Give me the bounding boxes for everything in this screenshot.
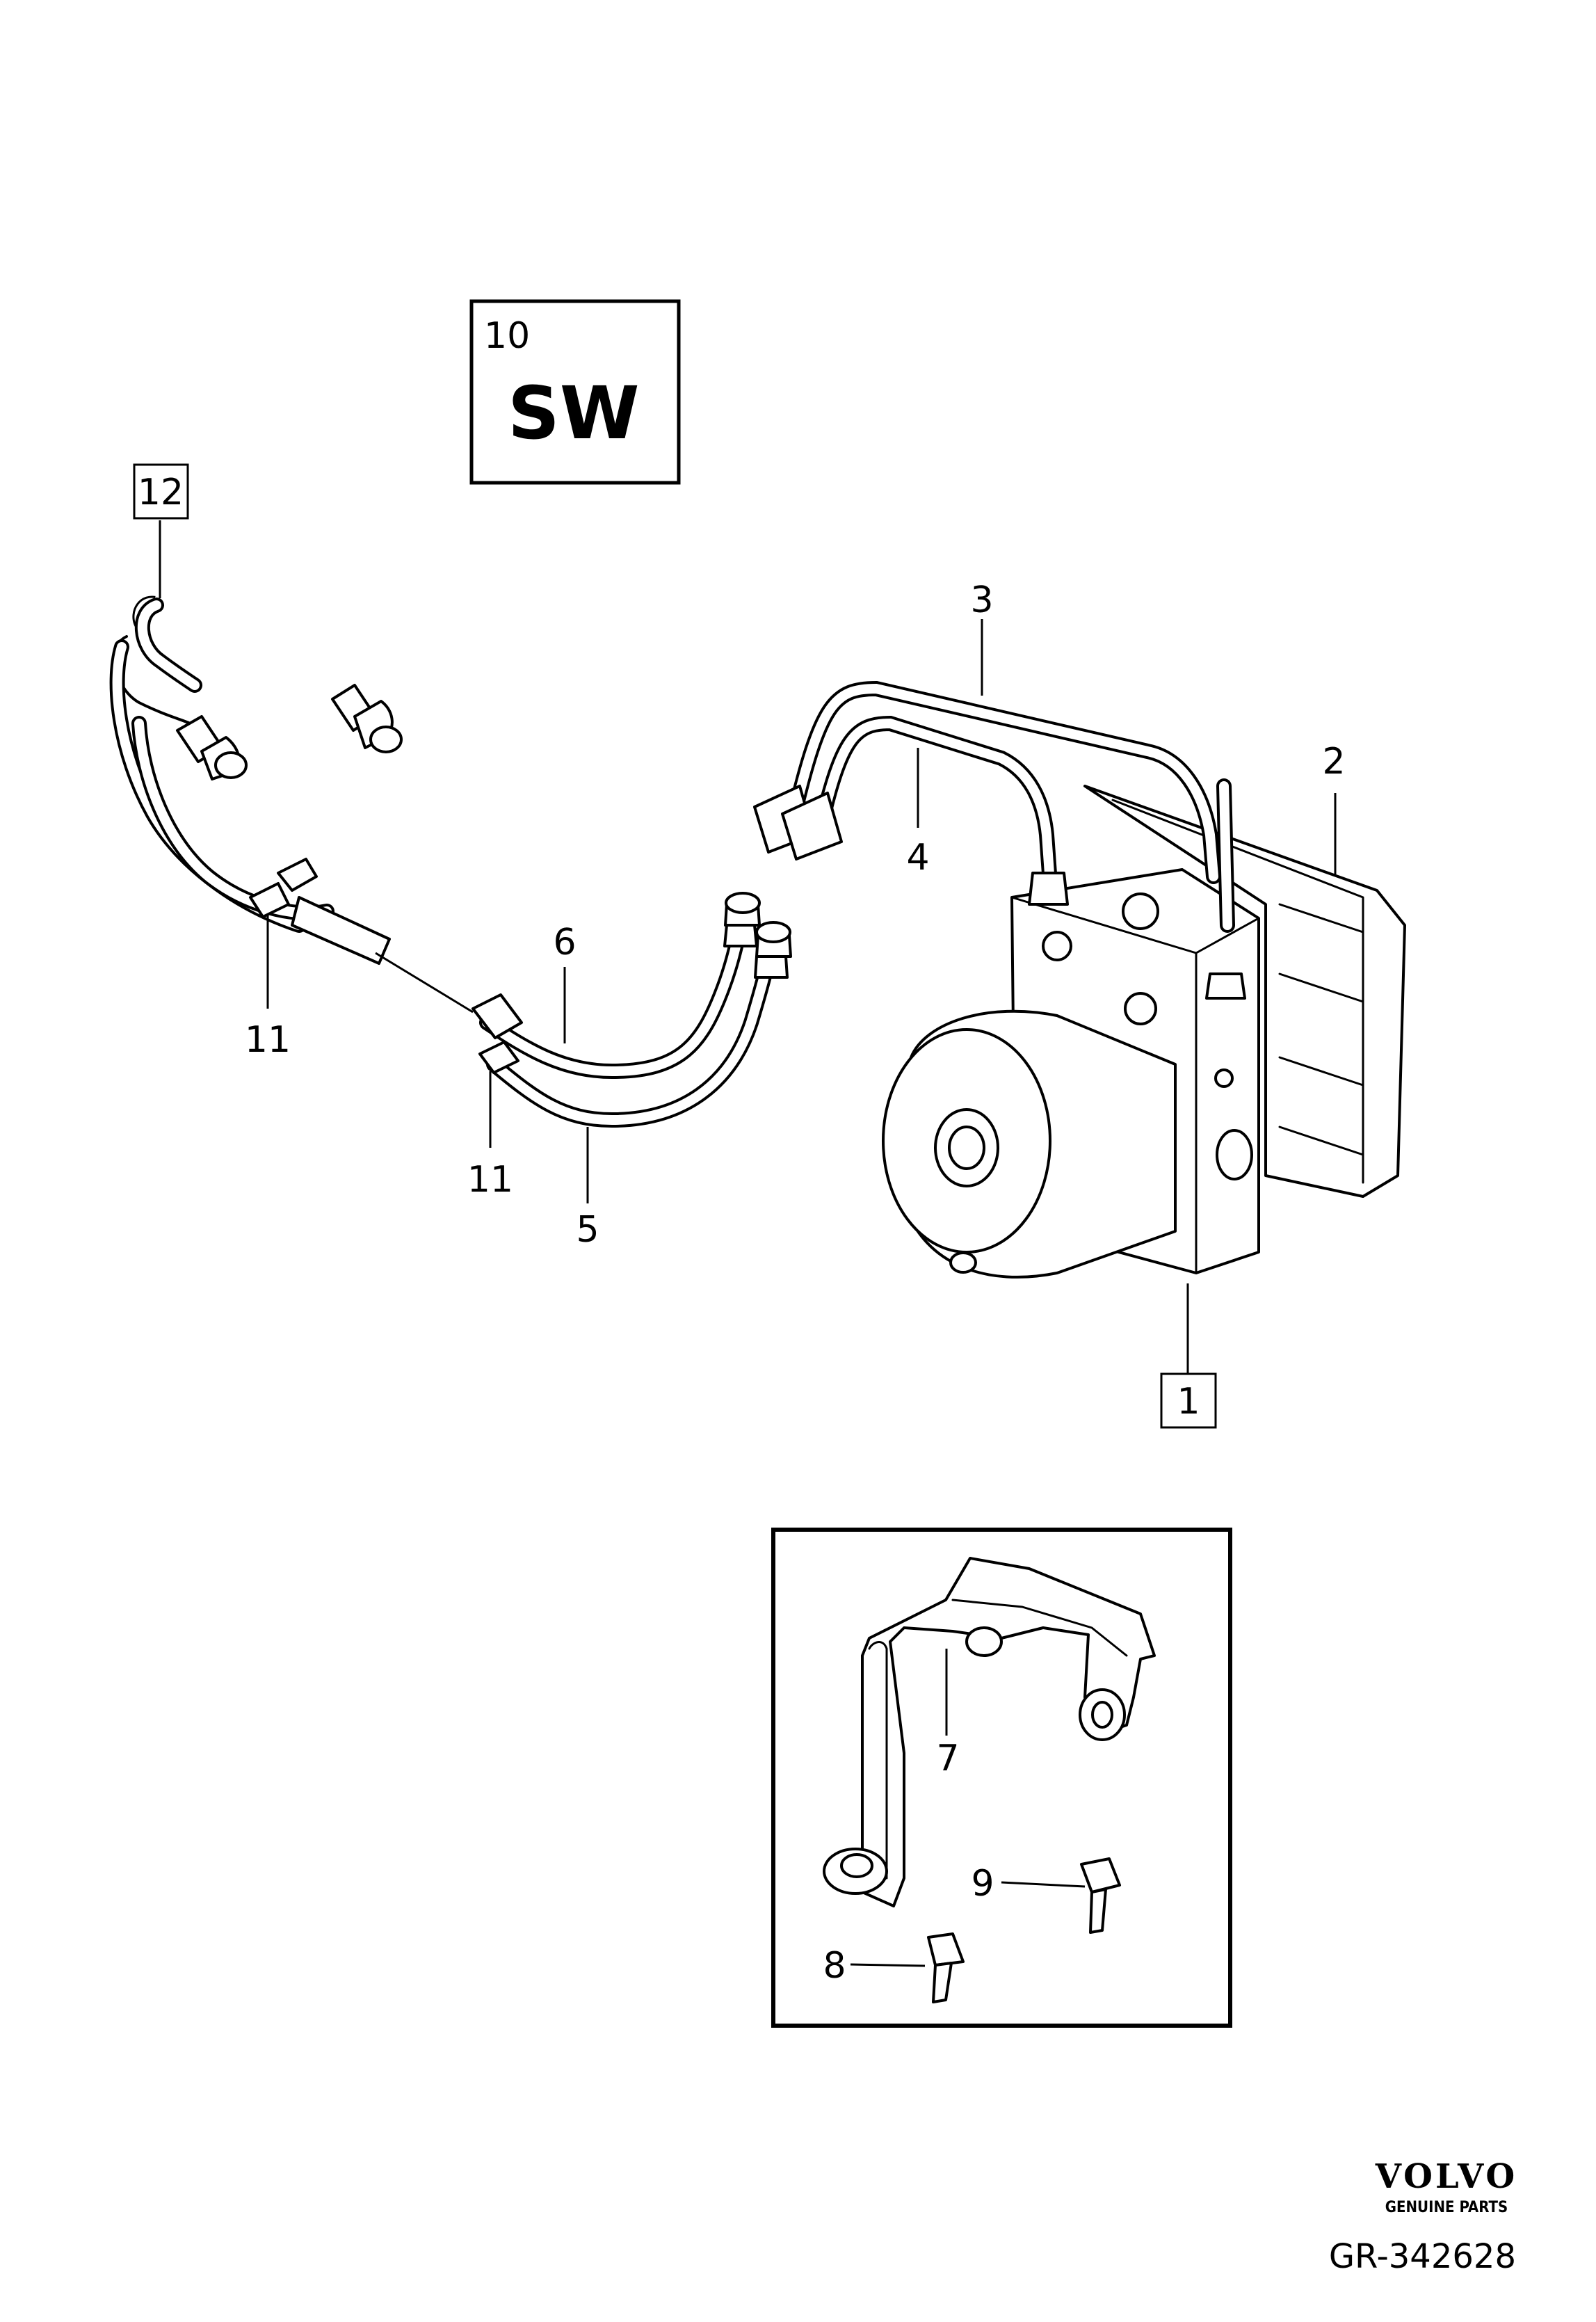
sw-box-code: SW: [508, 371, 640, 456]
callout-11-right: 11: [467, 1159, 513, 1201]
clamp-11-left: [249, 858, 318, 918]
svg-text:1: 1: [1177, 1381, 1200, 1423]
bolt-8: [850, 1932, 965, 2003]
pipe-fitting-d: [754, 921, 792, 979]
pipe-fitting-c: [723, 892, 761, 947]
volvo-logo: VOLVO GENUINE PARTS: [1375, 2157, 1517, 2216]
bracket-7: [823, 1557, 1156, 1907]
svg-text:12: 12: [138, 472, 184, 513]
abs-hydraulic-unit: [753, 680, 1406, 1279]
callout-3: 3: [970, 579, 993, 621]
callout-11-left: 11: [245, 1019, 291, 1061]
callout-1: 1: [1160, 1372, 1217, 1429]
diagram-reference: GR-342628: [1329, 2237, 1516, 2276]
callout-7: 7: [936, 1738, 959, 1779]
brand-name: VOLVO: [1375, 2157, 1517, 2196]
pipe-fitting-b: [176, 715, 248, 780]
brake-pipes-5-6: [471, 892, 792, 1128]
brand-tagline: GENUINE PARTS: [1385, 2199, 1508, 2216]
callout-2: 2: [1322, 741, 1345, 783]
callout-5: 5: [576, 1209, 599, 1251]
callout-12: 12: [133, 463, 189, 520]
bolt-9: [1001, 1857, 1121, 1934]
brake-pipe-12: [109, 593, 474, 1014]
sw-box: 10 SW: [469, 299, 681, 485]
leader-lines: [159, 520, 1337, 1374]
callout-6: 6: [553, 922, 576, 963]
callout-8: 8: [823, 1945, 846, 1987]
clamp-11-right: [471, 993, 523, 1074]
callout-4: 4: [906, 837, 929, 879]
bracket-inset: 7 9 8: [771, 1528, 1232, 2028]
pipe-fitting-a: [331, 684, 403, 753]
callout-9: 9: [971, 1863, 994, 1905]
sw-box-number: 10: [484, 315, 530, 357]
